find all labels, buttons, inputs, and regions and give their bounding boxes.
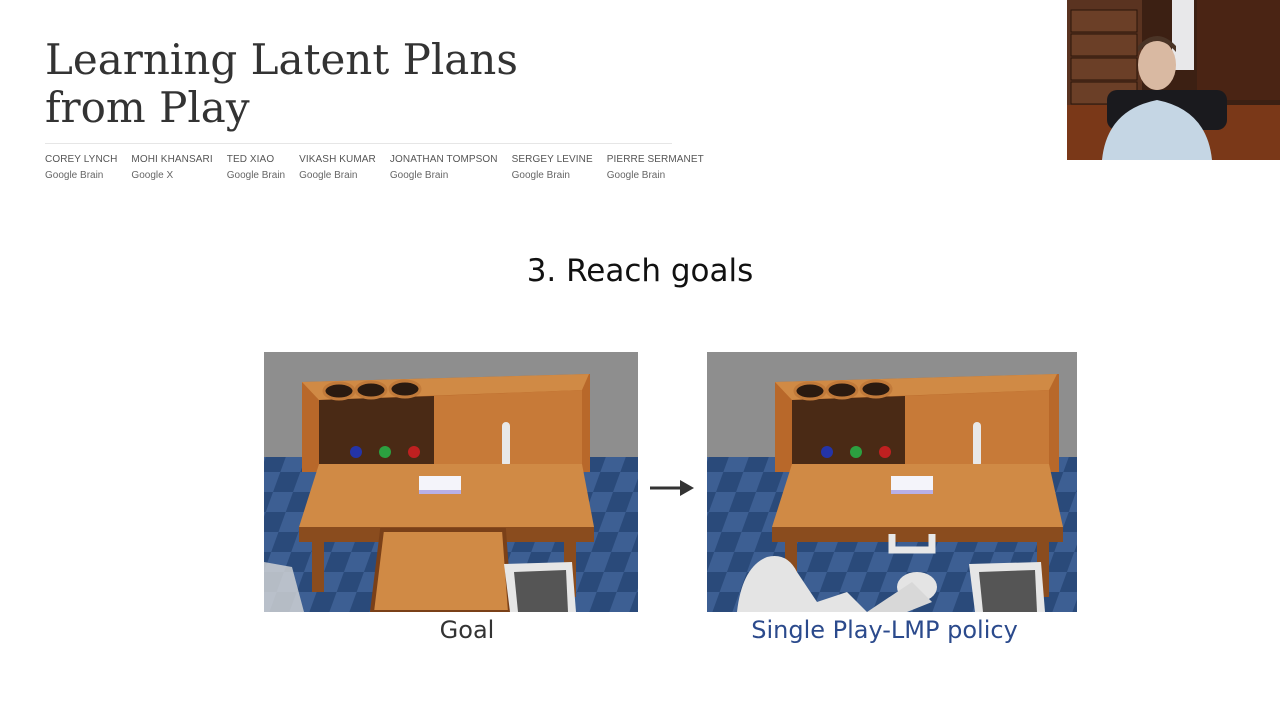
author-item: COREY LYNCH Google Brain [45,154,117,181]
author-name: VIKASH KUMAR [299,154,376,165]
presenter-webcam-image [1067,0,1280,160]
author-item: SERGEY LEVINE Google Brain [512,154,593,181]
title-divider [45,143,672,144]
paper-title: Learning Latent Plans from Play [45,36,518,132]
arrow-right-icon [650,480,694,496]
goal-caption: Goal [439,616,495,644]
author-item: TED XIAO Google Brain [227,154,285,181]
author-affiliation: Google X [131,170,174,181]
author-name: MOHI KHANSARI [131,154,213,165]
author-name: SERGEY LEVINE [511,154,593,165]
author-affiliation: Google Brain [389,170,449,181]
author-affiliation: Google Brain [511,170,570,181]
paper-title-line-2: from Play [45,83,250,132]
author-list: COREY LYNCH Google Brain MOHI KHANSARI G… [45,154,718,181]
slide-heading: 3. Reach goals [526,253,754,289]
paper-title-line-1: Learning Latent Plans [45,35,518,84]
author-affiliation: Google Brain [299,170,358,181]
author-item: MOHI KHANSARI Google X [131,154,212,181]
author-affiliation: Google Brain [226,170,286,181]
author-item: JONATHAN TOMPSON Google Brain [390,154,498,181]
goal-image [264,352,638,612]
author-item: VIKASH KUMAR Google Brain [299,154,376,181]
author-name: COREY LYNCH [45,154,118,165]
author-item: PIERRE SERMANET Google Brain [607,154,704,181]
author-affiliation: Google Brain [45,170,104,181]
author-affiliation: Google Brain [606,170,666,181]
policy-result-image [707,352,1077,612]
author-name: JONATHAN TOMPSON [389,154,498,165]
author-name: PIERRE SERMANET [606,154,704,165]
policy-caption: Single Play-LMP policy [751,616,1018,644]
author-name: TED XIAO [226,154,275,165]
presenter-webcam [1067,0,1280,160]
